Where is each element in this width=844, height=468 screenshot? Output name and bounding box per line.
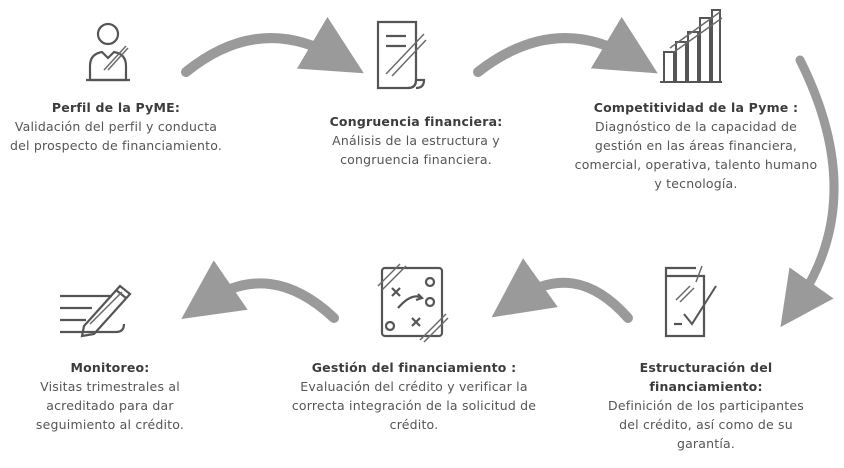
arrow-congruencia-to-competitividad: [473, 16, 658, 77]
arrow-estructuracion-to-gestion: [491, 258, 633, 323]
step-description: Visitas trimestrales al acreditado para …: [35, 379, 185, 432]
step-estructuracion: Estructuración del financiamiento: Defin…: [596, 358, 816, 453]
bar-chart-icon: [660, 9, 723, 83]
arrow-competitividad-to-estructuracion: [780, 55, 839, 328]
document-icon: [376, 20, 427, 90]
step-perfil: Perfil de la PyME: Validación del perfil…: [0, 98, 232, 155]
checklist-icon: [664, 265, 717, 338]
step-description: Evaluación del crédito y verificar la co…: [291, 379, 537, 432]
step-gestion: Gestión del financiamiento : Evaluación …: [280, 358, 548, 434]
step-congruencia: Congruencia financiera: Análisis de la e…: [300, 112, 532, 169]
pencil-paper-icon: [60, 284, 132, 338]
step-title: Monitoreo:: [70, 360, 150, 375]
step-title: Gestión del financiamiento :: [311, 360, 517, 375]
step-title: Competitividad de la Pyme :: [593, 100, 799, 115]
step-description: Validación del perfil y conducta del pro…: [10, 119, 222, 153]
arrow-gestion-to-monitoreo: [181, 260, 339, 323]
step-description: Diagnóstico de la capacidad de gestión e…: [574, 119, 818, 191]
step-description: Definición de los participantes del créd…: [608, 398, 804, 451]
step-competitividad: Competitividad de la Pyme : Diagnóstico …: [572, 98, 820, 193]
strategy-board-icon: [377, 263, 449, 343]
step-description: Análisis de la estructura y congruencia …: [332, 133, 500, 167]
step-title: Perfil de la PyME:: [51, 100, 181, 115]
step-monitoreo: Monitoreo: Visitas trimestrales al acred…: [12, 358, 208, 434]
arrow-perfil-to-congruencia: [181, 16, 364, 77]
step-title: Congruencia financiera:: [329, 114, 503, 129]
step-title: Estructuración del financiamiento:: [639, 360, 773, 394]
person-icon: [86, 22, 130, 82]
